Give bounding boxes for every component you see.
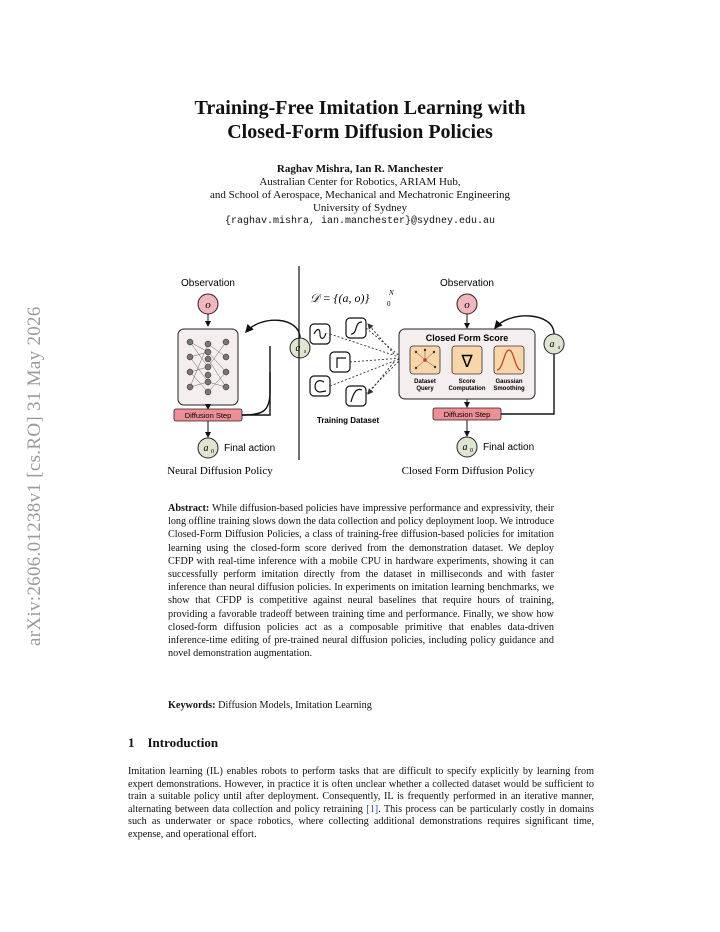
title-line-1: Training-Free Imitation Learning with (194, 97, 526, 119)
arxiv-stamp-text: arXiv:2606.01238v1 [cs.RO] 31 May 2026 (24, 306, 45, 646)
keywords: Keywords: Diffusion Models, Imitation Le… (168, 700, 554, 711)
left-a0-node (197, 437, 219, 459)
right-a0-symbol: a (463, 442, 468, 453)
score-computation-label-2: Computation (449, 386, 486, 392)
right-observation-label: Observation (440, 278, 494, 289)
dataset-query-icon (414, 348, 437, 370)
author-block: Raghav Mishra, Ian R. Manchester Austral… (0, 163, 720, 228)
left-loop-curve (241, 372, 271, 416)
arxiv-stamp: arXiv:2606.01238v1 [cs.RO] 31 May 2026 (14, 258, 54, 648)
left-final-action-label: Final action (224, 443, 275, 454)
right-caption: Closed Form Diffusion Policy (402, 465, 535, 477)
right-diffusion-step-label: Diffusion Step (444, 410, 491, 419)
abstract-label: Abstract: (168, 503, 210, 514)
affiliation-1: Australian Center for Robotics, ARIAM Hu… (259, 176, 461, 188)
section-number: 1 (128, 735, 135, 750)
dataset-query-label-2: Query (416, 386, 434, 392)
abstract: Abstract: While diffusion-based policies… (168, 502, 554, 660)
overview-figure: Observation o Diffus (150, 262, 580, 484)
left-a0-subscript: 0 (211, 449, 214, 455)
right-loop-arrow (494, 315, 555, 335)
gaussian-smoothing-label-2: Smoothing (493, 386, 525, 392)
author-names: Raghav Mishra, Ian R. Manchester (276, 163, 444, 175)
intro-text-2: . This process can be particularly costl… (128, 803, 594, 840)
right-final-action-label: Final action (483, 442, 534, 453)
keywords-text: Diffusion Models, Imitation Learning (218, 700, 372, 711)
left-diffusion-step-label: Diffusion Step (185, 411, 232, 420)
left-caption: Neural Diffusion Policy (167, 465, 273, 477)
abstract-text: While diffusion-based policies have impr… (168, 503, 554, 660)
intro-text-1: Imitation learning (IL) enables robots t… (128, 766, 594, 815)
right-a0-subscript: 0 (470, 448, 473, 454)
keywords-label: Keywords: (168, 700, 216, 711)
left-o-symbol: o (205, 299, 211, 311)
affiliation-3: University of Sydney (312, 202, 408, 214)
right-o-symbol: o (464, 299, 470, 311)
title-line-2: Closed-Form Diffusion Policies (227, 121, 493, 143)
query-return-arrow-1 (367, 323, 395, 355)
paper-title: Training-Free Imitation Learning with Cl… (0, 96, 720, 144)
training-dataset-label: Training Dataset (317, 416, 380, 425)
score-computation-box (451, 345, 483, 375)
affiliation-2: and School of Aerospace, Mechanical and … (210, 189, 510, 201)
demo-icon-hook (345, 385, 367, 407)
intro-paragraph: Imitation learning (IL) enables robots t… (128, 766, 594, 842)
right-as-subscript: s (558, 345, 561, 351)
closed-form-score-title: Closed Form Score (426, 333, 509, 343)
gaussian-smoothing-box (493, 345, 525, 375)
author-email[interactable]: {raghav.mishra, ian.manchester}@sydney.e… (224, 216, 496, 227)
right-loop-up (501, 354, 555, 415)
dataset-query-lines (329, 327, 403, 395)
dataset-formula-sup: N (388, 289, 394, 297)
left-as-symbol: a (296, 343, 301, 354)
score-computation-label-1: Score (459, 379, 476, 385)
left-observation-label: Observation (181, 278, 235, 289)
demo-icon-loop (309, 375, 331, 397)
query-return-arrow-2 (367, 361, 395, 395)
nabla-icon: ∇ (460, 352, 473, 371)
gaussian-smoothing-label-1: Gaussian (495, 379, 522, 385)
section-title: Introduction (147, 735, 219, 750)
left-loop-up (242, 346, 271, 416)
right-a0-node (456, 436, 478, 458)
left-a0-symbol: a (204, 443, 209, 454)
neural-network-icon (186, 338, 230, 396)
left-as-subscript: s (304, 349, 307, 355)
demo-trajectory-icons (309, 317, 367, 407)
citation-link[interactable]: [1] (366, 803, 379, 815)
dataset-formula: 𝒟 = {(a, o)} (310, 291, 369, 305)
dataset-query-label-1: Dataset (414, 379, 436, 385)
demo-icon-corner (329, 351, 351, 373)
left-loop-arrow (245, 319, 301, 339)
right-as-symbol: a (550, 339, 555, 350)
dataset-formula-sub: 0 (387, 300, 391, 308)
overview-figure-svg: Observation o Diffus (167, 266, 565, 477)
gaussian-curve-icon (496, 349, 522, 371)
section-heading: 1 Introduction (128, 735, 218, 751)
